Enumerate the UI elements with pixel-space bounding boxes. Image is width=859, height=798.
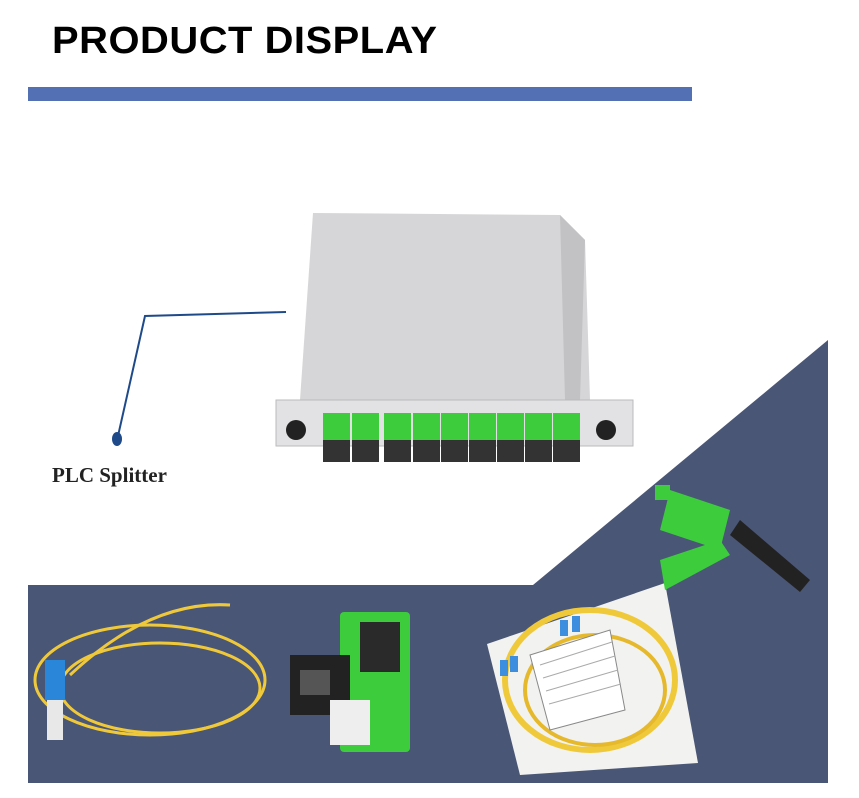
fast-connector-image — [655, 485, 810, 592]
accent-bar — [28, 87, 692, 101]
splitter-package-image — [487, 583, 698, 775]
page-title: PRODUCT DISPLAY — [52, 20, 438, 62]
plc-splitter-label: PLC Splitter — [52, 463, 167, 487]
adapter-image — [290, 612, 410, 752]
callout-pointer — [112, 311, 287, 446]
plc-splitter-image — [275, 213, 634, 462]
pigtail-image — [33, 603, 267, 740]
